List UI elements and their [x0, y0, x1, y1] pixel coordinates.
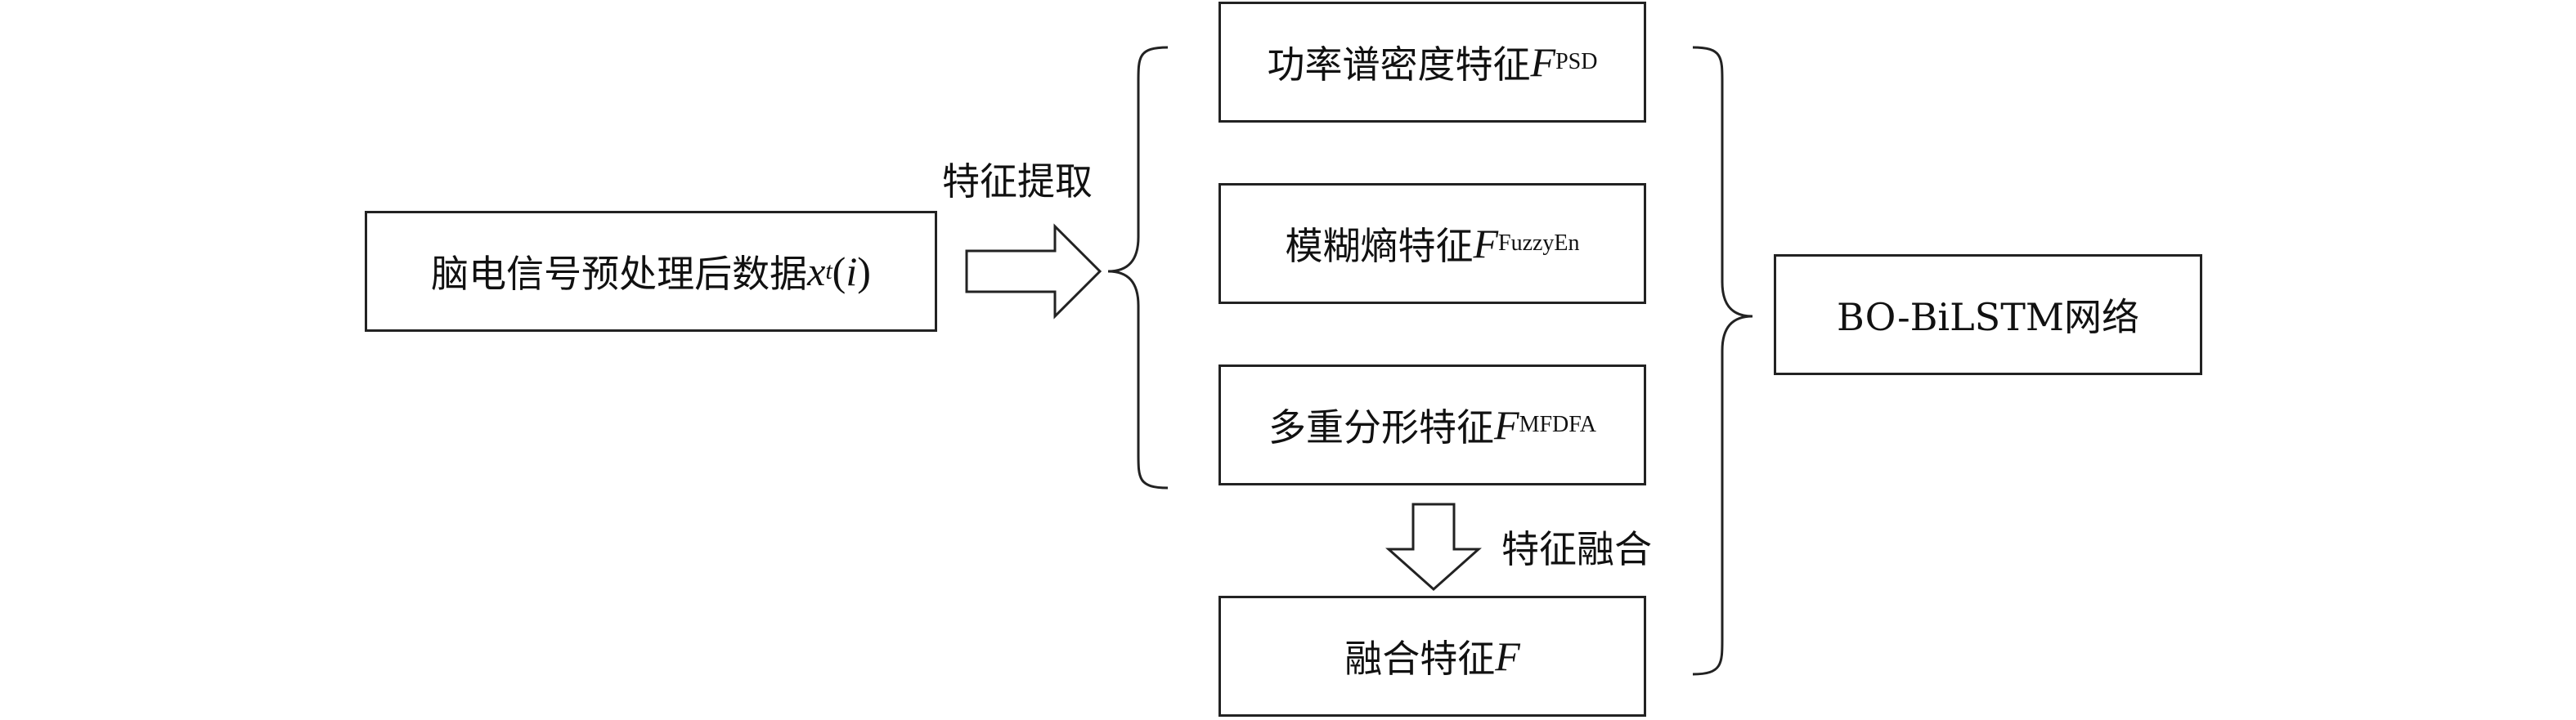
fuzzyen-feature-symbol: F — [1473, 221, 1498, 266]
psd-feature-sub: PSD — [1555, 49, 1598, 74]
left-brace — [1107, 46, 1169, 490]
fuzzyen-feature-sub: FuzzyEn — [1498, 230, 1580, 256]
mfdfa-feature-sub: MFDFA — [1519, 412, 1596, 437]
right-brace — [1692, 46, 1753, 676]
psd-feature-label: 功率谱密度特征 — [1267, 42, 1531, 87]
input-data-label: 脑电信号预处理后数据 — [431, 252, 808, 296]
fused-feature-label: 融合特征 — [1344, 637, 1496, 681]
fused-feature-symbol: F — [1495, 633, 1520, 679]
input-paren-open: ( — [832, 248, 846, 294]
input-arg: i — [846, 248, 858, 294]
mfdfa-feature-symbol: F — [1494, 402, 1519, 448]
input-var: x — [807, 248, 826, 294]
fuzzyen-feature-label: 模糊熵特征 — [1285, 224, 1474, 268]
input-paren-close: ) — [857, 248, 871, 294]
mfdfa-feature-label: 多重分形特征 — [1268, 405, 1495, 449]
extract-arrow — [965, 223, 1102, 320]
input-var-sub: t — [825, 257, 832, 284]
bo-bilstm-network-label: BO-BiLSTM网络 — [1837, 295, 2139, 339]
psd-feature-symbol: F — [1530, 39, 1556, 85]
fusion-arrow — [1385, 503, 1482, 592]
fusion-step-label: 特征融合 — [1501, 527, 1652, 571]
extract-step-label: 特征提取 — [942, 159, 1093, 203]
bo-bilstm-network-box: BO-BiLSTM网络 — [1774, 254, 2202, 375]
